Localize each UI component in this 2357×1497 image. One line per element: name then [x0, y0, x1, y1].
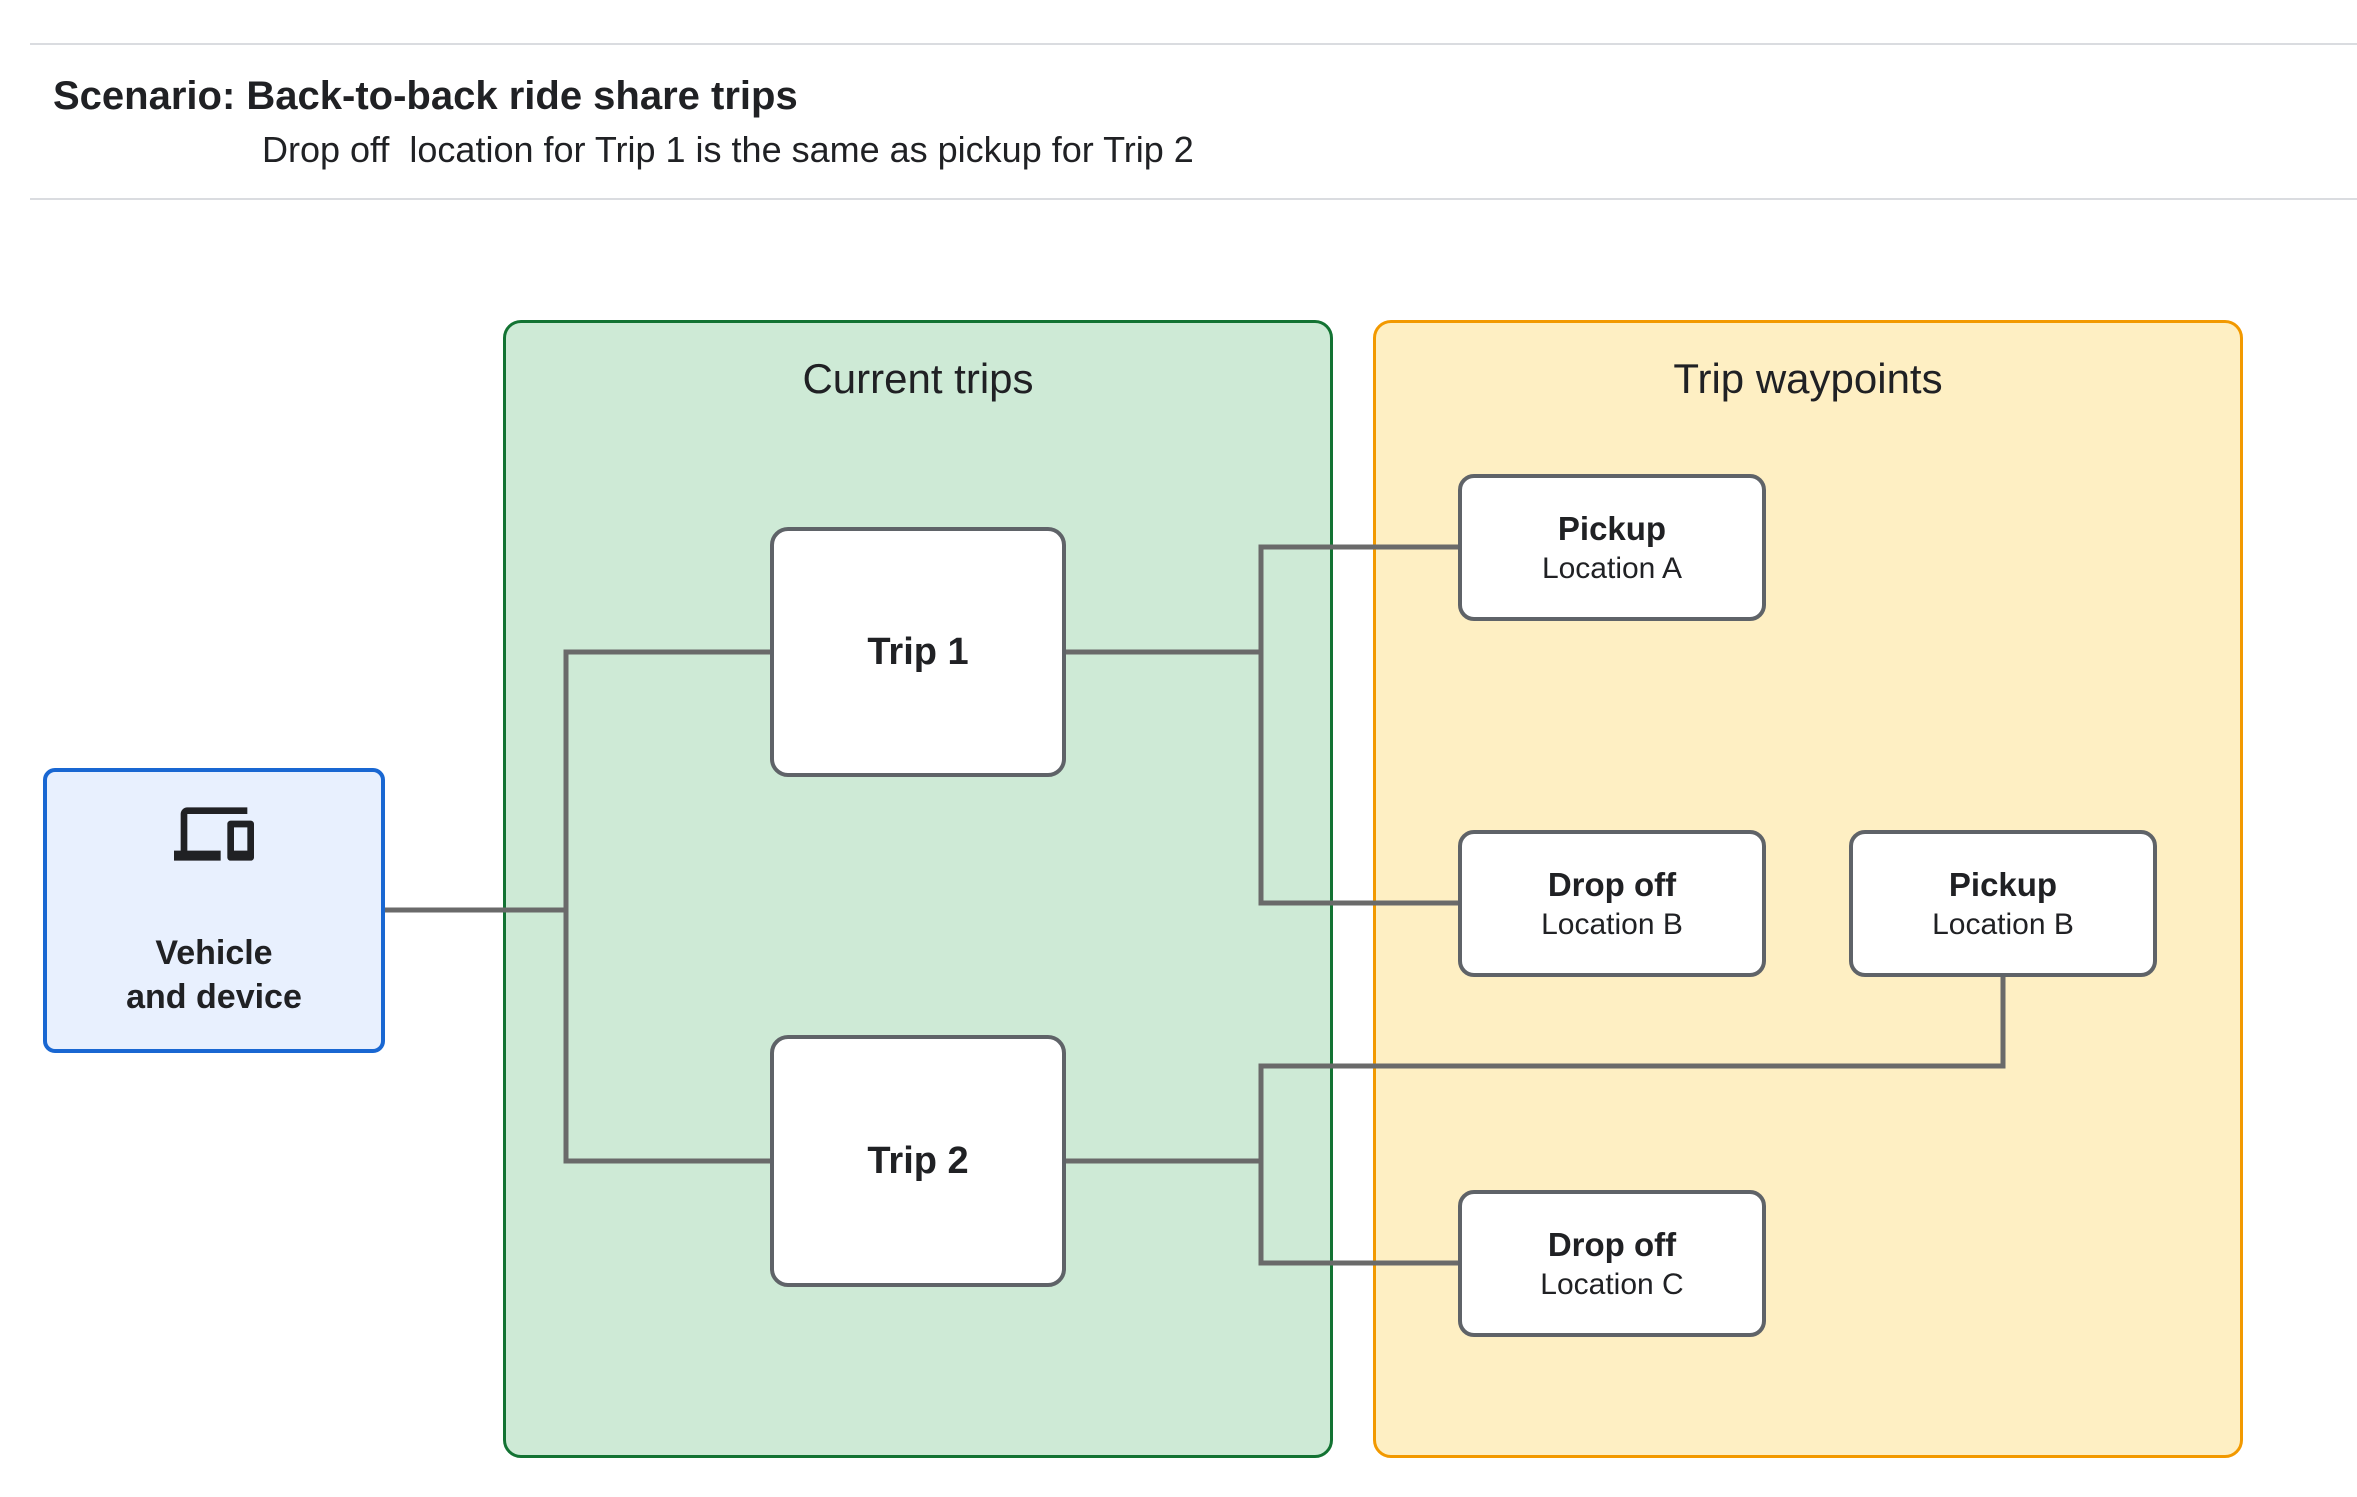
waypoint-type-label: Pickup [1557, 509, 1667, 547]
vehicle-label-line2: and device [126, 978, 302, 1016]
waypoint-dropoff-location-c: Drop off Location C [1458, 1190, 1766, 1337]
trip-1-label: Trip 1 [867, 630, 969, 673]
vehicle-and-device-node: Vehicle and device [43, 768, 385, 1053]
header-divider-top [30, 43, 2357, 45]
trip-2-node: Trip 2 [770, 1035, 1066, 1287]
waypoint-pickup-location-b: Pickup Location B [1849, 830, 2157, 977]
waypoint-location-label: Location C [1540, 1267, 1684, 1301]
devices-icon [174, 794, 254, 874]
vehicle-node-label: Vehicle and device [126, 931, 302, 1019]
waypoint-dropoff-location-b: Drop off Location B [1458, 830, 1766, 977]
trip-2-label: Trip 2 [867, 1139, 969, 1182]
current-trips-panel: Current trips [503, 320, 1333, 1458]
current-trips-panel-title: Current trips [802, 355, 1034, 402]
vehicle-label-line1: Vehicle [155, 934, 273, 972]
page-title: Scenario: Back-to-back ride share trips [53, 74, 798, 118]
waypoint-location-label: Location A [1541, 551, 1683, 585]
page-subtitle: Drop off location for Trip 1 is the same… [262, 129, 1194, 170]
waypoint-type-label: Drop off [1547, 865, 1677, 903]
waypoint-type-label: Drop off [1547, 1225, 1677, 1263]
header-divider-bottom [30, 198, 2357, 200]
waypoint-location-label: Location B [1541, 907, 1683, 941]
trip-waypoints-panel-title: Trip waypoints [1673, 355, 1943, 402]
waypoint-pickup-location-a: Pickup Location A [1458, 474, 1766, 621]
waypoint-type-label: Pickup [1948, 865, 2058, 903]
waypoint-location-label: Location B [1932, 907, 2074, 941]
trip-1-node: Trip 1 [770, 527, 1066, 777]
